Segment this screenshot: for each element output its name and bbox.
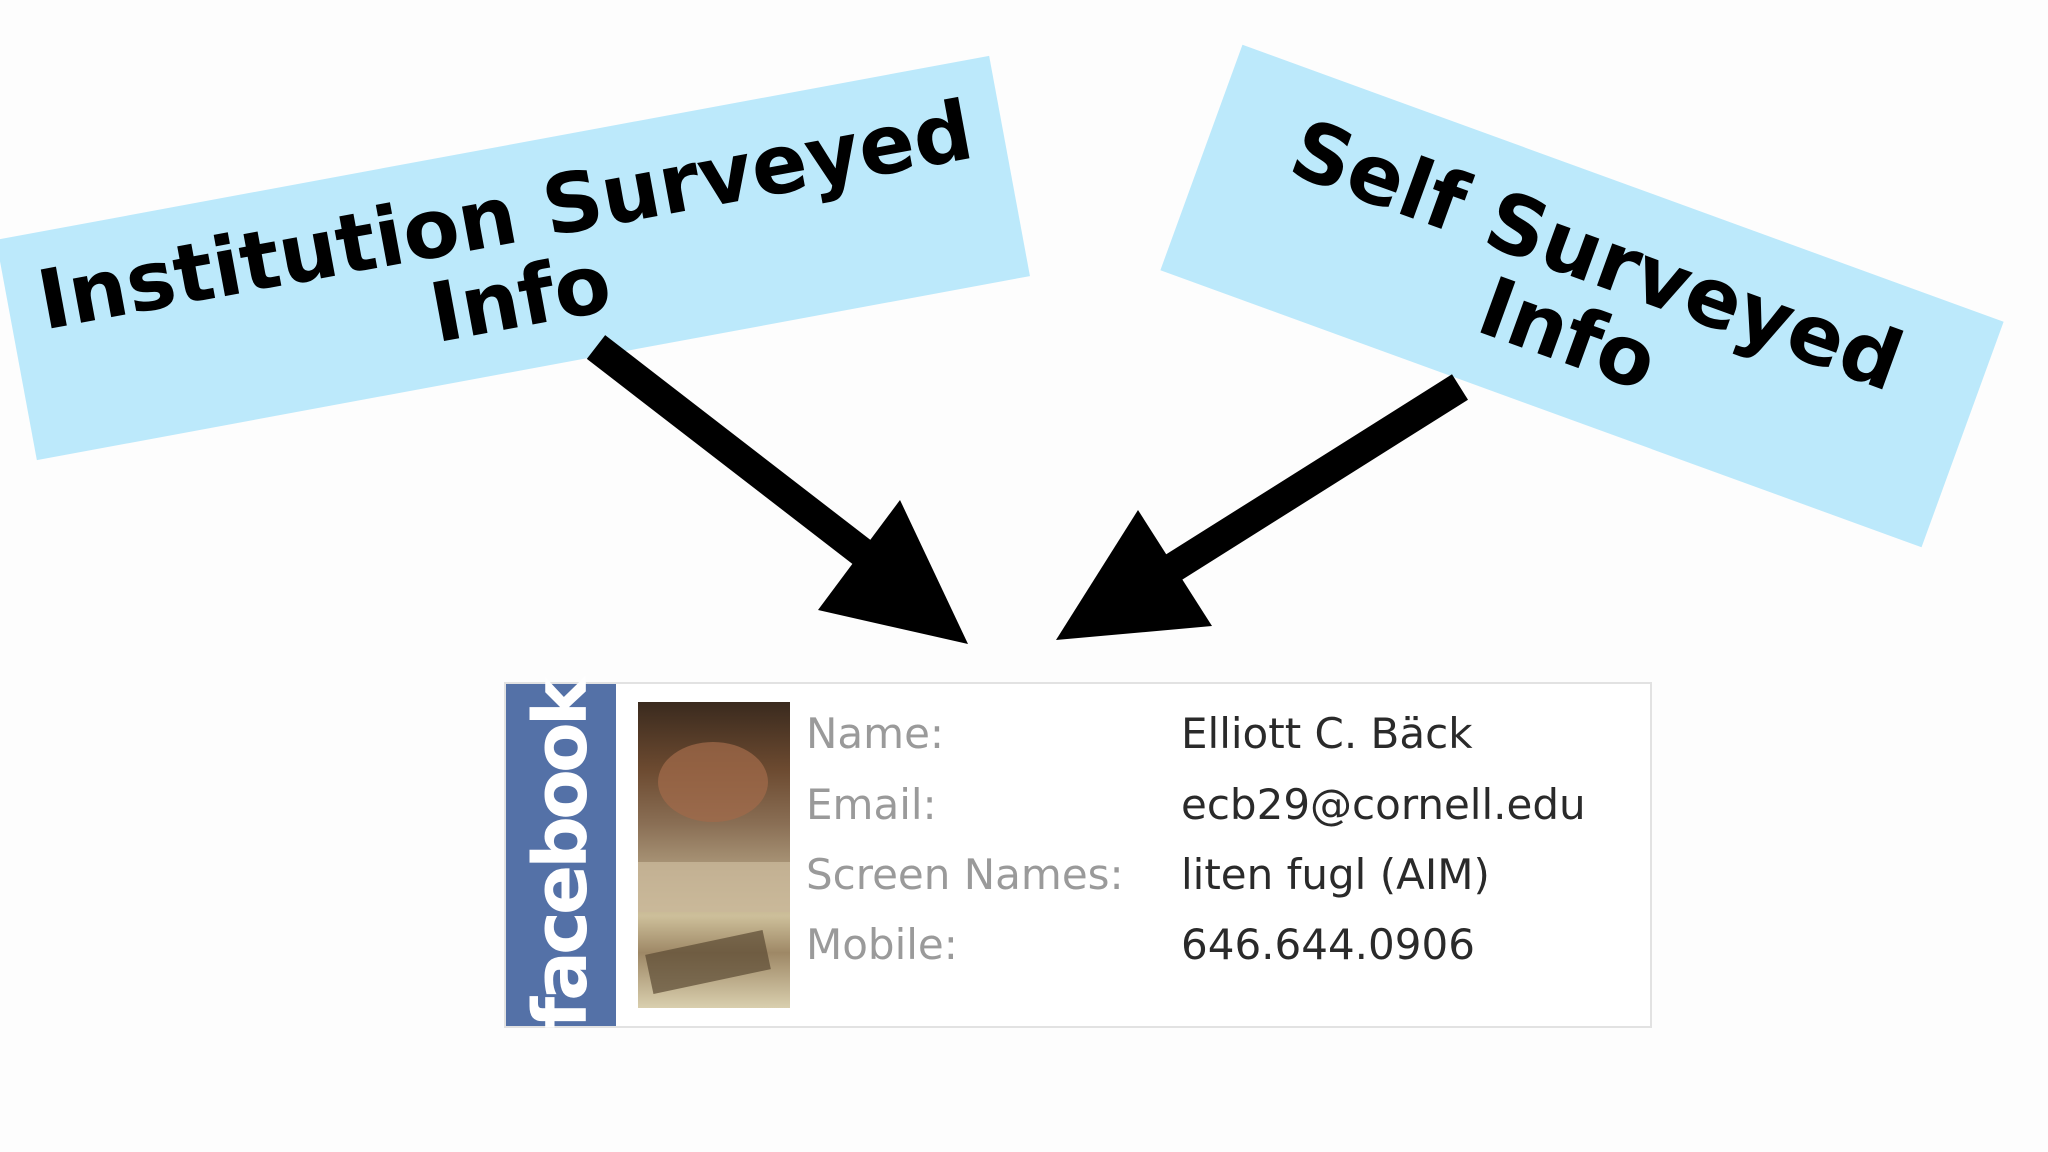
profile-photo (638, 702, 790, 1008)
facebook-logo: facebook (518, 680, 604, 1030)
field-value: Elliott C. Bäck (1181, 709, 1473, 758)
field-label: Name: (806, 709, 945, 758)
field-label: Email: (806, 780, 937, 829)
field-label: Screen Names: (806, 850, 1124, 899)
arrow-self-to-profile (1056, 374, 1468, 640)
field-value: ecb29@cornell.edu (1181, 780, 1586, 829)
field-label: Mobile: (806, 920, 958, 969)
arrow-institution-to-profile (586, 335, 968, 644)
facebook-profile-card: facebook Name: Elliott C. Bäck Email: ec… (504, 680, 1652, 1030)
field-value: 646.644.0906 (1181, 920, 1475, 969)
facebook-sidebar: facebook (506, 680, 616, 1030)
field-value: liten fugl (AIM) (1181, 850, 1490, 899)
